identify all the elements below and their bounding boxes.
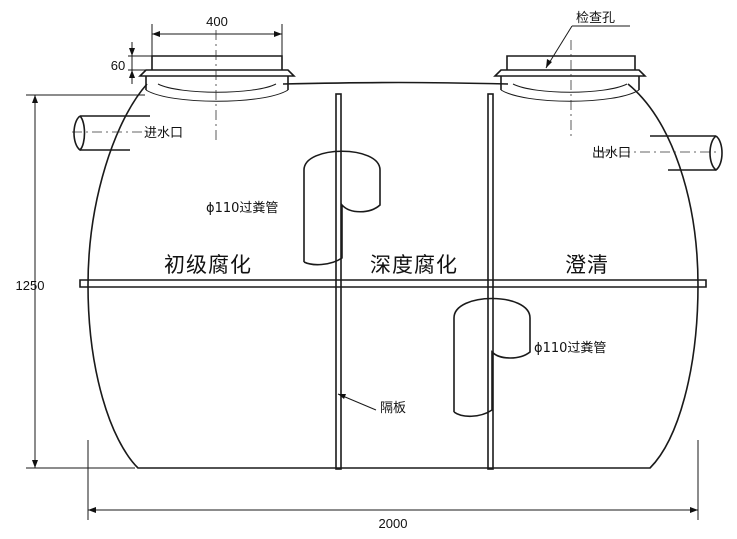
inspection-hole-label: 检查孔 <box>576 11 615 26</box>
outlet-pipe <box>650 135 723 172</box>
partition-label: 隔板 <box>380 401 406 416</box>
dim-1250 <box>26 94 145 469</box>
outlet-label: 出水口 <box>592 146 631 161</box>
dim-2000 <box>87 440 699 520</box>
partition-right <box>487 93 494 470</box>
dim-400-label: 400 <box>206 14 228 29</box>
tank-outline <box>87 83 699 469</box>
zone-3-label: 澄清 <box>565 253 609 277</box>
dim-1250-label: 1250 <box>16 278 45 293</box>
dim-60-label: 60 <box>111 58 125 73</box>
pipe-1-label: ϕ110过粪管 <box>206 201 278 216</box>
pipe-2-label: ϕ110过粪管 <box>534 341 606 356</box>
inlet-label: 进水口 <box>144 126 183 141</box>
inlet-pipe <box>73 115 150 152</box>
partition-left <box>335 93 342 470</box>
leader-lines <box>337 25 630 411</box>
transfer-pipe-1 <box>303 150 381 266</box>
tank-top <box>282 81 509 85</box>
dim-2000-label: 2000 <box>379 516 408 531</box>
dim-400 <box>151 24 283 56</box>
zone-2-label: 深度腐化 <box>370 253 458 277</box>
tank-seam <box>79 279 707 288</box>
dim-60 <box>128 42 152 84</box>
zone-1-label: 初级腐化 <box>164 253 252 277</box>
transfer-pipe-2 <box>453 297 531 418</box>
inlet-manhole <box>138 55 296 102</box>
